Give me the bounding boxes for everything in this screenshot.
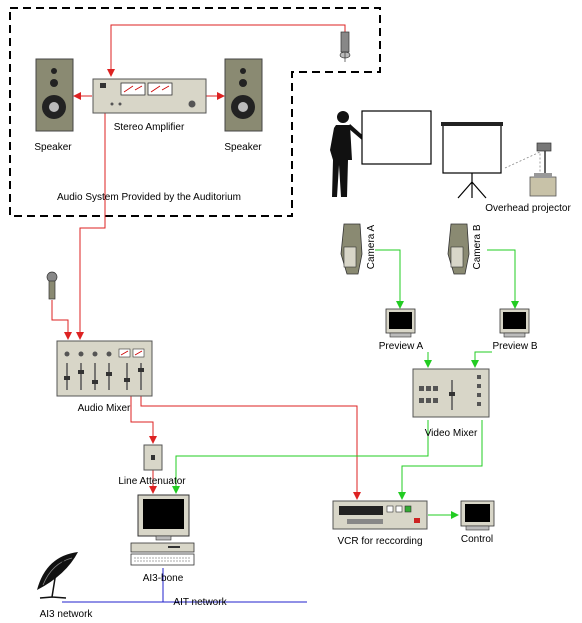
audio-mixer-label: Audio Mixer: [78, 403, 131, 414]
overhead-projector-icon: [504, 142, 557, 197]
audio-mixer-to-vcr-line: [140, 396, 361, 500]
amp-to-audio-mixer-line: [76, 113, 106, 340]
right-speaker-icon: [224, 58, 263, 132]
overhead-projector-label: Overhead projector: [485, 203, 571, 214]
camera-b-to-preview-b-line: [487, 249, 519, 309]
vcr-label: VCR for reccording: [337, 536, 422, 547]
preview-a-label: Preview A: [379, 341, 424, 352]
control-monitor-icon: [460, 500, 495, 531]
stereo-amplifier-label: Stereo Amplifier: [114, 122, 185, 133]
projection-screen-icon: [441, 122, 503, 199]
video-mixer-icon: [412, 368, 490, 418]
audio-mixer-icon: [56, 340, 153, 397]
line-attenuator-icon: [143, 444, 163, 471]
ait-network-label: AIT network: [173, 597, 227, 608]
hand-microphone-icon: [46, 271, 58, 300]
handmic-to-audio-mixer-line: [51, 300, 72, 340]
camera-a-to-preview-a-line: [375, 249, 404, 309]
ai3-bone-label: AI3-bone: [143, 573, 184, 584]
audio-mixer-to-attenuator-line: [130, 396, 157, 444]
camera-b-label: Camera B: [472, 224, 483, 269]
video-connections: [172, 249, 519, 519]
vcr-icon: [332, 500, 428, 530]
ai3-bone-computer-icon: [130, 494, 195, 566]
video-mixer-to-vcr-line: [398, 420, 483, 500]
preview-b-to-video-mixer-line: [471, 351, 492, 368]
camera-a-icon: [340, 223, 363, 275]
control-label: Control: [461, 534, 493, 545]
video-mixer-to-pc-line: [172, 420, 429, 494]
preview-b-label: Preview B: [492, 341, 537, 352]
whiteboard-icon: [361, 110, 432, 165]
satellite-dish-icon: [37, 552, 78, 599]
ceiling-microphone-icon: [339, 31, 351, 62]
right-speaker-label: Speaker: [224, 142, 262, 153]
network-connections: [62, 568, 307, 603]
audio-system-label: Audio System Provided by the Auditorium: [57, 192, 241, 203]
camera-a-label: Camera A: [366, 224, 377, 269]
auditorium-boundary: [9, 7, 381, 217]
line-attenuator-label: Line Attenuator: [118, 476, 186, 487]
video-mixer-label: Video Mixer: [425, 428, 478, 439]
left-speaker-label: Speaker: [34, 142, 72, 153]
camera-b-icon: [447, 223, 470, 275]
preview-b-monitor-icon: [499, 308, 530, 338]
stereo-amplifier-icon: [92, 78, 207, 114]
preview-a-monitor-icon: [385, 308, 416, 338]
ai3-network-label: AI3 network: [40, 609, 94, 620]
left-speaker-icon: [35, 58, 74, 132]
